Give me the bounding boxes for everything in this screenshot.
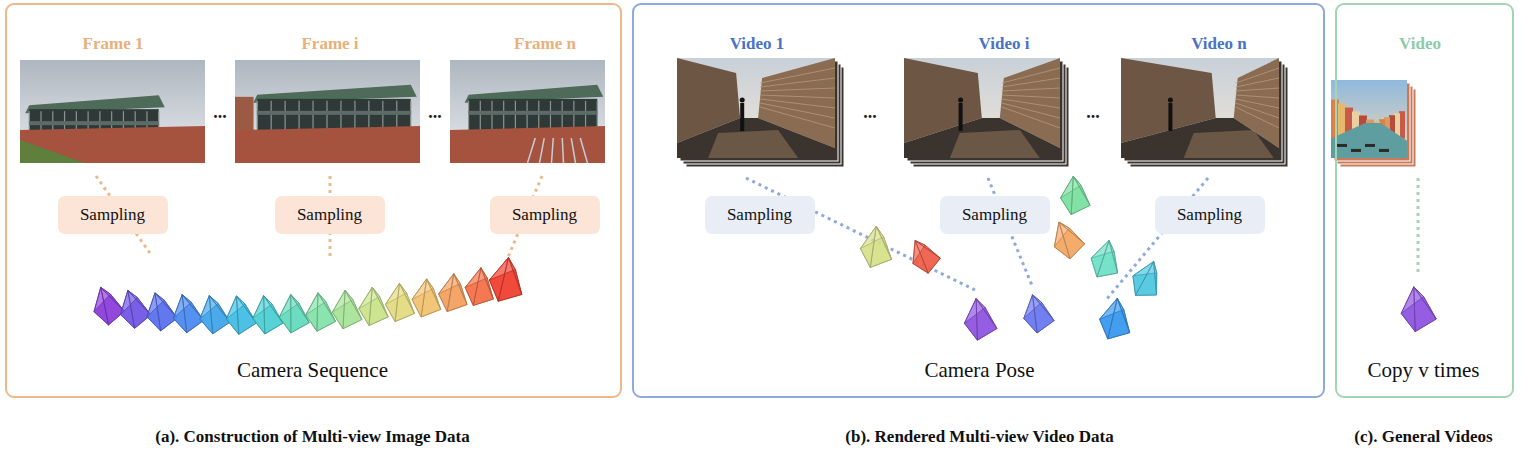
photo bbox=[450, 60, 605, 163]
ellipsis: ... bbox=[1086, 102, 1100, 123]
camera-frustum bbox=[306, 293, 336, 331]
box-label: Sampling bbox=[80, 205, 145, 225]
frame-title: Video n bbox=[1191, 34, 1247, 54]
panel-frame: Camera Pose(b). Rendered Multi-view Vide… bbox=[632, 3, 1325, 398]
shape bbox=[904, 118, 1060, 158]
camera-frustum bbox=[200, 296, 230, 334]
shape bbox=[235, 126, 420, 163]
shape bbox=[1121, 118, 1279, 158]
shape bbox=[950, 130, 1040, 158]
panel-caption: (b). Rendered Multi-view Video Data bbox=[845, 427, 1113, 447]
box-label: Sampling bbox=[1177, 205, 1242, 225]
panel-label: Camera Pose bbox=[924, 357, 1034, 382]
camera-frustum bbox=[279, 295, 309, 333]
shape bbox=[1184, 130, 1274, 158]
photo bbox=[235, 60, 420, 163]
frame-title: Frame 1 bbox=[83, 34, 144, 54]
frame-title: Frame n bbox=[514, 34, 576, 54]
camera-frustum bbox=[147, 293, 177, 331]
box-label: Sampling bbox=[962, 205, 1027, 225]
panel-caption: (a). Construction of Multi-view Image Da… bbox=[155, 427, 469, 447]
video-still bbox=[1331, 80, 1407, 158]
camera-frustum bbox=[489, 258, 521, 302]
shape bbox=[708, 130, 798, 158]
camera-frustum bbox=[1091, 240, 1118, 276]
camera-frustum bbox=[1054, 222, 1084, 259]
shape bbox=[677, 118, 835, 158]
camera-frustum bbox=[1061, 176, 1090, 214]
dotted-leader bbox=[1417, 178, 1420, 272]
panel-label: Copy v times bbox=[1367, 357, 1479, 382]
panel-frame: Copy v times(c). General Videos bbox=[1335, 3, 1514, 398]
photo bbox=[20, 60, 205, 163]
sampling-box: Sampling bbox=[705, 196, 815, 234]
frame-title: Frame i bbox=[301, 34, 358, 54]
shape bbox=[1331, 123, 1407, 158]
camera-frustum bbox=[439, 274, 467, 312]
camera-frustum bbox=[332, 290, 361, 328]
camera-frustum bbox=[359, 287, 388, 325]
box-label: Sampling bbox=[297, 205, 362, 225]
video-still bbox=[1121, 58, 1279, 158]
box-label: Sampling bbox=[512, 205, 577, 225]
ellipsis: ... bbox=[213, 102, 227, 123]
camera-frustum bbox=[120, 290, 150, 328]
camera-frustum bbox=[226, 296, 256, 334]
camera-frustum bbox=[173, 295, 203, 333]
camera-frustum bbox=[412, 279, 441, 317]
video-still bbox=[904, 58, 1060, 158]
panel-caption: (c). General Videos bbox=[1354, 427, 1492, 447]
sampling-box: Sampling bbox=[1155, 196, 1265, 234]
camera-frustum bbox=[94, 287, 124, 325]
sampling-box: Sampling bbox=[940, 196, 1050, 234]
panel-label: Camera Sequence bbox=[237, 357, 388, 382]
shape bbox=[20, 140, 85, 163]
camera-frustum bbox=[385, 283, 414, 321]
camera-frustum bbox=[1024, 295, 1054, 333]
box-label: Sampling bbox=[727, 205, 792, 225]
camera-frustum bbox=[253, 296, 283, 334]
ellipsis: ... bbox=[863, 102, 877, 123]
frame-title: Video 1 bbox=[730, 34, 785, 54]
camera-frustum bbox=[1401, 287, 1436, 332]
camera-frustum bbox=[1133, 261, 1157, 295]
frame-title: Video bbox=[1399, 34, 1441, 54]
dotted-leader bbox=[746, 178, 975, 290]
ellipsis: ... bbox=[428, 102, 442, 123]
camera-frustum bbox=[465, 268, 493, 306]
sampling-box: Sampling bbox=[490, 196, 600, 234]
sampling-box: Sampling bbox=[58, 196, 168, 234]
shape bbox=[450, 126, 605, 163]
shape bbox=[20, 126, 205, 163]
frame-title: Video i bbox=[979, 34, 1030, 54]
panel-frame: Camera Sequence(a). Construction of Mult… bbox=[5, 3, 622, 398]
camera-frustum bbox=[1100, 298, 1130, 339]
sampling-box: Sampling bbox=[275, 196, 385, 234]
camera-frustum bbox=[964, 299, 997, 341]
camera-frustum bbox=[860, 226, 891, 267]
camera-frustum bbox=[913, 241, 940, 274]
video-still bbox=[677, 58, 835, 158]
